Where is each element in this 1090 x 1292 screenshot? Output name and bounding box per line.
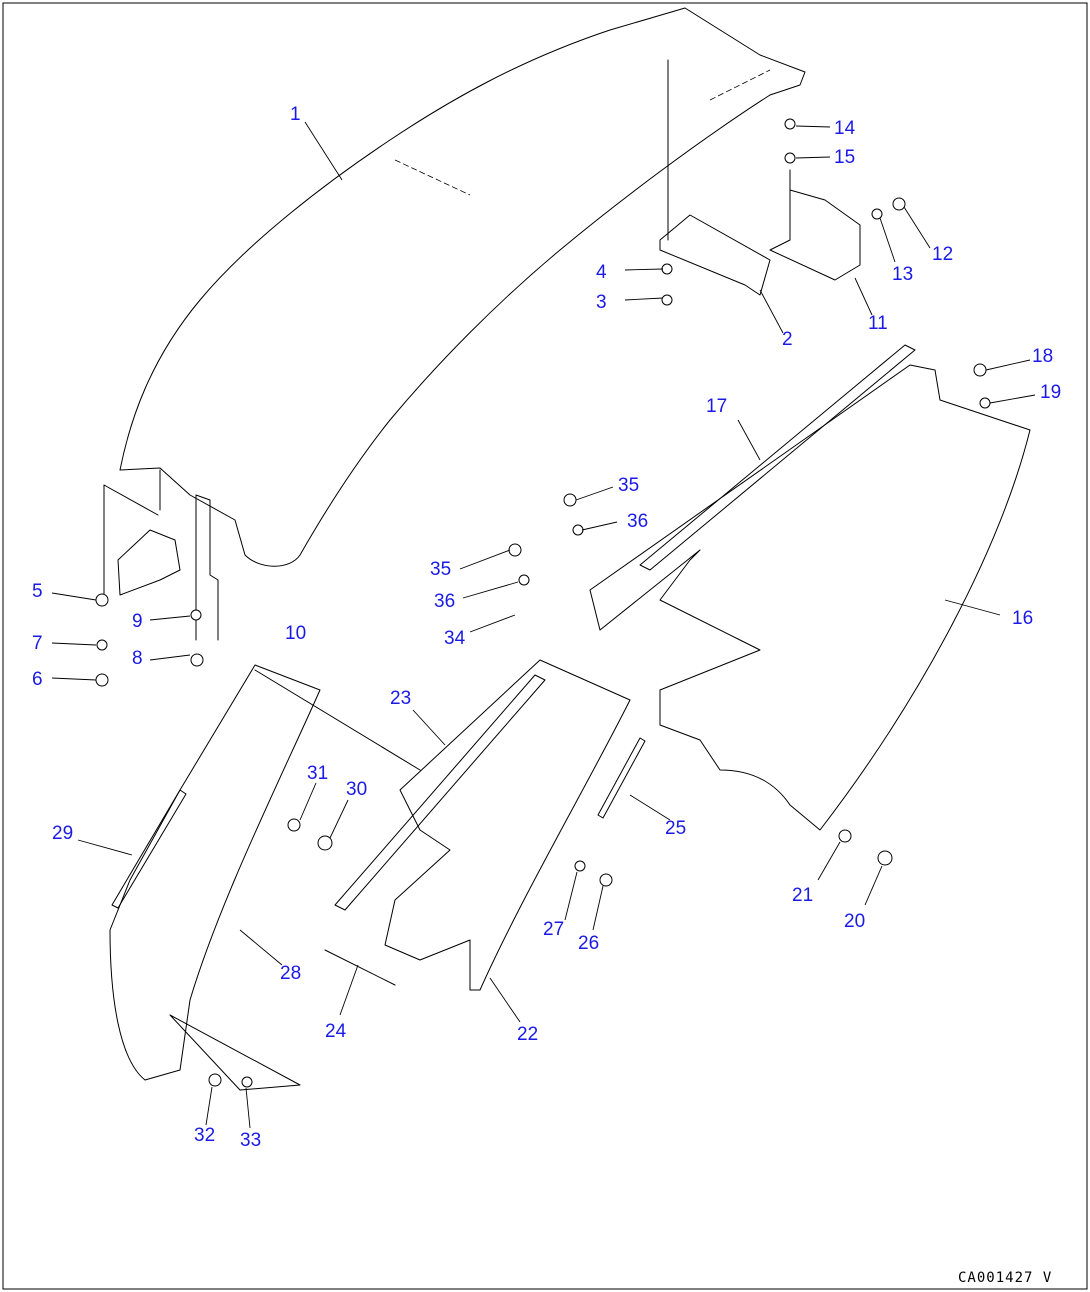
callout-35-lower: 35 [430,559,451,580]
part-2-11-brackets [659,59,861,296]
callout-8: 8 [132,648,143,669]
callout-29: 29 [52,823,73,844]
part-1-cover [119,7,806,567]
callout-13: 13 [892,264,913,285]
callout-36-upper: 36 [627,511,648,532]
callout-9: 9 [132,611,143,632]
part-17-strip [639,344,916,571]
part-23-strip [334,674,546,911]
callout-3: 3 [596,292,607,313]
callout-35-upper: 35 [618,475,639,496]
callout-23: 23 [390,688,411,709]
callout-25: 25 [665,818,686,839]
callout-32: 32 [194,1125,215,1146]
callout-19: 19 [1040,382,1061,403]
callout-7: 7 [32,633,43,654]
callout-14: 14 [834,118,856,139]
callout-17: 17 [706,396,727,417]
drawing-code: CA001427 V [958,1270,1052,1286]
callout-24: 24 [325,1021,347,1042]
callout-12: 12 [932,244,953,265]
part-25-strip [597,737,646,819]
callout-33: 33 [240,1130,261,1151]
callout-2: 2 [782,329,793,350]
callout-labels: 1 2 3 4 5 6 7 8 9 10 11 12 13 14 15 16 1… [32,104,1061,1151]
callout-1: 1 [290,104,301,125]
callout-15: 15 [834,147,855,168]
callout-18: 18 [1032,346,1053,367]
callout-5: 5 [32,581,43,602]
callout-27: 27 [543,919,564,940]
callout-36-lower: 36 [434,591,455,612]
callout-20: 20 [844,911,865,932]
callout-30: 30 [346,779,367,800]
part-29-strip [111,789,187,909]
callout-16: 16 [1012,608,1033,629]
part-16-panel [589,364,1031,831]
callout-6: 6 [32,669,43,690]
callout-26: 26 [578,933,599,954]
callout-31: 31 [307,763,328,784]
part-24-rod [324,949,396,986]
callout-4: 4 [596,262,607,283]
callout-11: 11 [868,313,888,334]
part-22-panel [384,659,631,991]
left-bracket-assembly [103,484,219,641]
callout-21: 21 [792,885,813,906]
callout-10: 10 [285,623,306,644]
leader-lines [51,121,1036,1129]
callout-22: 22 [517,1024,538,1045]
part-28-panel [109,664,421,1091]
hardware-items [95,118,991,1088]
callout-34: 34 [444,628,466,649]
callout-28: 28 [280,963,301,984]
